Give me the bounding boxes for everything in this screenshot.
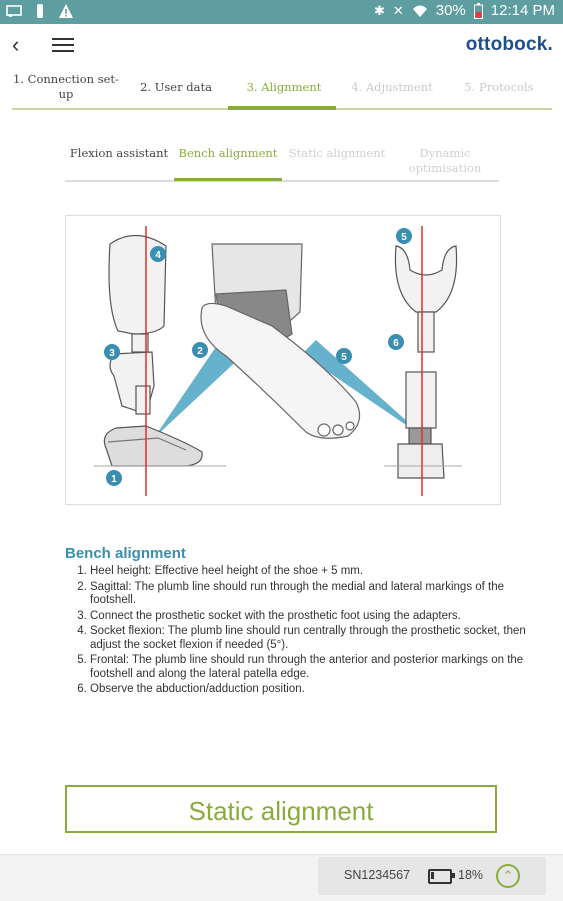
instruction-item: Sagittal: The plumb line should run thro… (90, 581, 530, 608)
back-arrow-icon[interactable]: ‹ (12, 32, 20, 57)
marker-1: 1 (106, 470, 122, 486)
instruction-item: Heel height: Effective heel height of th… (90, 565, 530, 579)
instruction-item: Observe the abduction/adduction position… (90, 683, 530, 697)
instruction-item: Socket flexion: The plumb line should ru… (90, 625, 530, 652)
svg-text:5: 5 (401, 232, 407, 243)
menu-icon[interactable] (52, 38, 74, 52)
marker-4: 4 (150, 246, 166, 262)
wifi-icon (412, 5, 427, 17)
step-user-data[interactable]: 2. User data (140, 80, 212, 94)
tab-static-alignment[interactable]: Static alignment (288, 146, 386, 160)
svg-text:1: 1 (111, 474, 117, 485)
alignment-subtabs: Flexion assistant Bench alignment Static… (65, 144, 499, 182)
tab-flexion-assistant[interactable]: Flexion assistant (69, 146, 169, 160)
device-serial: SN1234567 (344, 868, 411, 882)
cast-icon (6, 5, 22, 17)
center-foot (200, 243, 361, 439)
svg-text:6: 6 (393, 338, 399, 349)
section-heading: Bench alignment (65, 545, 186, 562)
ottobock-logo: ottobock. (465, 34, 553, 55)
clock: 12:14 PM (490, 2, 555, 19)
instruction-item: Connect the prosthetic socket with the p… (90, 610, 530, 624)
tab-bench-alignment[interactable]: Bench alignment (174, 146, 282, 181)
warning-icon (59, 4, 73, 18)
mute-icon: ✕ (392, 2, 404, 18)
bluetooth-icon: ✱ (373, 2, 385, 18)
svg-text:2: 2 (197, 346, 203, 357)
tab-dynamic-optimisation[interactable]: Dynamic optimisation (408, 146, 482, 175)
step-protocols[interactable]: 5. Protocols (464, 80, 534, 94)
marker-5b: 5 (396, 228, 412, 244)
static-alignment-button[interactable]: Static alignment (65, 785, 497, 833)
step-connection[interactable]: 1. Connection set-up (13, 72, 119, 101)
battery-percent: 30% (435, 2, 466, 19)
marker-5a: 5 (336, 348, 352, 364)
expand-up-icon[interactable]: ⌃ (496, 864, 520, 888)
instruction-list: Heel height: Effective heel height of th… (72, 565, 530, 699)
svg-text:5: 5 (341, 352, 347, 363)
status-bar: ✱ ✕ 30% 12:14 PM (0, 0, 563, 24)
step-navigation: 1. Connection set-up 2. User data 3. Ali… (12, 70, 552, 110)
svg-text:4: 4 (155, 250, 161, 261)
device-battery-percent: 18% (458, 868, 484, 882)
marker-3: 3 (104, 344, 120, 360)
marker-6: 6 (388, 334, 404, 350)
step-alignment[interactable]: 3. Alignment (246, 80, 322, 94)
marker-2: 2 (192, 342, 208, 358)
device-battery-icon (428, 869, 455, 884)
right-prosthesis (394, 245, 458, 479)
active-step-indicator (228, 106, 336, 110)
device-status: SN1234567 18% ⌃ (318, 857, 546, 895)
app-bar: ‹ ottobock. (0, 24, 563, 66)
battery-icon (473, 2, 483, 19)
svg-text:3: 3 (109, 348, 115, 359)
notification-icon (37, 4, 43, 18)
instruction-item: Frontal: The plumb line should run throu… (90, 654, 530, 681)
bench-alignment-illustration: 1 2 3 4 5 5 6 (65, 215, 501, 505)
step-adjustment[interactable]: 4. Adjustment (351, 80, 433, 94)
